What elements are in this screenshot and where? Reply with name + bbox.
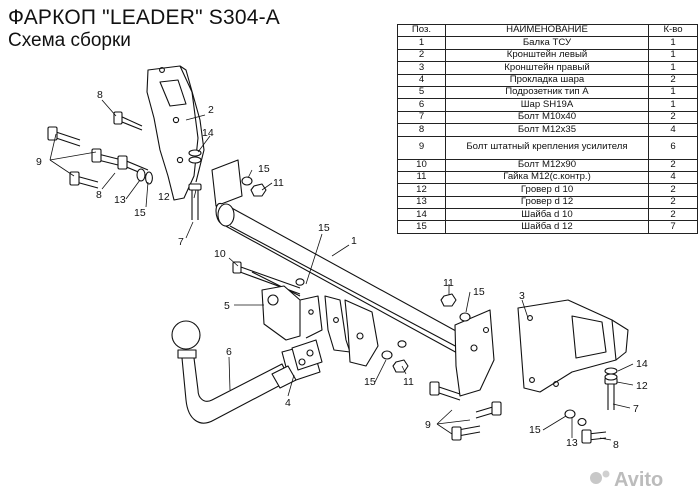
callout-11-center: 11 (443, 277, 454, 289)
callout-14-right: 14 (636, 358, 648, 370)
callout-15-upper: 15 (258, 163, 270, 175)
watermark-text: Avito (614, 469, 663, 491)
cell-qty: 2 (648, 183, 698, 197)
callout-12-right: 12 (636, 380, 648, 392)
title-block: ФАРКОП "LEADER" S304-A Схема сборки (8, 6, 280, 52)
cell-name: Гровер d 12 (445, 195, 649, 210)
callout-15-beam: 15 (318, 222, 330, 234)
column-header-pos: Поз. (397, 23, 446, 38)
beam-mount-plates (324, 295, 379, 367)
callout-5: 5 (224, 300, 230, 312)
cell-pos: 2 (397, 48, 446, 63)
callout-3: 3 (519, 290, 525, 302)
cell-name: Балка ТСУ (445, 36, 649, 50)
callout-7-right: 7 (633, 403, 639, 415)
column-header-qty: К-во (648, 23, 698, 38)
center-fasteners (295, 278, 471, 373)
watermark-logo-icon (590, 472, 602, 484)
callout-14-left: 14 (202, 127, 214, 139)
right-side-bolts (429, 367, 618, 444)
watermark-dot-icon (602, 470, 610, 478)
cell-qty: 2 (648, 195, 698, 210)
callout-13-right: 13 (566, 437, 578, 449)
parts-table-header: Поз. НАИМЕНОВАНИЕ К-во (397, 23, 698, 38)
drawing-title: ФАРКОП "LEADER" S304-A (8, 6, 280, 29)
cell-pos: 11 (397, 170, 446, 185)
watermark: Avito (590, 469, 663, 491)
callout-12-left: 12 (158, 191, 170, 203)
callout-11-left: 11 (273, 177, 284, 189)
cell-pos: 15 (397, 220, 446, 234)
cell-name: Болт М12х90 (445, 158, 649, 172)
callout-9-left: 9 (36, 156, 42, 168)
callout-10: 10 (214, 248, 226, 260)
callout-1: 1 (351, 235, 357, 247)
callout-8-right: 8 (613, 439, 619, 451)
callout-13-left: 13 (114, 194, 126, 206)
cell-name: Шайба d 12 (445, 220, 649, 234)
callout-8-top: 8 (97, 89, 103, 101)
cell-qty: 4 (648, 170, 698, 185)
socket-plate (261, 285, 323, 341)
callout-15-lower: 15 (364, 376, 376, 388)
callout-15-center: 15 (473, 286, 485, 298)
left-side-bolts (47, 111, 202, 220)
callout-15-left: 15 (134, 207, 146, 219)
column-header-name: НАИМЕНОВАНИЕ (445, 23, 649, 38)
cell-qty: 1 (648, 48, 698, 63)
long-bolts (232, 261, 301, 297)
cell-qty: 2 (648, 158, 698, 172)
drawing-subtitle: Схема сборки (8, 30, 131, 51)
cell-qty: 2 (648, 208, 698, 222)
left-bracket (146, 65, 205, 201)
cell-qty: 7 (648, 220, 698, 234)
left-nuts (241, 176, 267, 197)
cell-pos: 12 (397, 183, 446, 197)
callout-7-left: 7 (178, 236, 184, 248)
callout-9-right: 9 (425, 419, 431, 431)
cell-pos: 10 (397, 158, 446, 172)
right-bracket (517, 299, 629, 393)
callout-8-left: 8 (96, 189, 102, 201)
callout-11-lower: 11 (403, 376, 414, 388)
callout-4: 4 (285, 397, 291, 409)
cell-qty: 4 (648, 123, 698, 137)
callout-6: 6 (226, 346, 232, 358)
cell-qty: 6 (648, 135, 698, 160)
leader-lines (49, 99, 634, 441)
cell-pos: 9 (397, 135, 446, 160)
callout-15-right: 15 (529, 424, 541, 436)
callout-2: 2 (208, 104, 214, 116)
cell-qty: 1 (648, 36, 698, 50)
cell-name: Болт штатный крепления усилителя (445, 135, 649, 160)
cell-name: Гровер d 10 (445, 183, 649, 197)
hitch-beam (211, 159, 495, 397)
tow-ball (171, 320, 297, 424)
